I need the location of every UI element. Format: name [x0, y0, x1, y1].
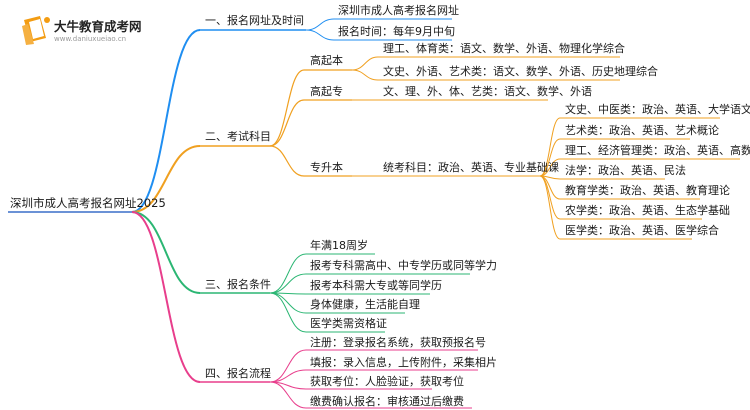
b4-item-connector	[269, 369, 307, 383]
zsb-item-connector	[539, 175, 561, 240]
zsb-item-connector	[539, 175, 561, 220]
brand-name: 大牛教育成考网	[54, 19, 142, 34]
b1-child-1: 深圳市成人高考报名网址	[338, 4, 459, 17]
zsb-item: 文史、中医类：政治、英语、大学语文	[565, 103, 750, 116]
gqb-child-1: 理工、体育类：语文、数学、外语、物理化学综合	[383, 42, 625, 55]
zsb-item: 教育学类：政治、英语、教育理论	[565, 184, 730, 197]
b3-item: 年满18周岁	[310, 239, 368, 252]
zsb-common: 统考科目：政治、英语、专业基础课	[383, 161, 559, 174]
b3-item-connector	[269, 253, 307, 294]
gqb-child-connector	[351, 56, 379, 71]
zsb-item: 理工、经济管理类：政治、英语、高数（二）	[565, 144, 750, 157]
branch-1-label: 一、报名网址及时间	[205, 14, 304, 27]
zsb-connector	[269, 145, 305, 177]
gqb-child-connector	[351, 69, 379, 81]
brand-url: www.daniuxueiao.cn	[54, 35, 127, 43]
b1-child-connector	[305, 18, 335, 31]
gqz-label: 高起专	[310, 85, 343, 98]
b4-item-connector	[269, 349, 307, 383]
branch-4-connector	[131, 211, 201, 383]
zsb-item-connector	[539, 117, 561, 177]
book-logo-icon	[22, 16, 50, 45]
zsb-label: 专升本	[310, 161, 343, 174]
b3-item: 报考专科需高中、中专学历或同等学力	[310, 259, 497, 272]
zsb-item: 医学类：政治、英语、医学综合	[565, 224, 719, 237]
b4-item: 缴费确认报名：审核通过后缴费	[310, 395, 464, 408]
branch-3-connector	[131, 211, 201, 294]
root-node: 深圳市成人高考报名网址2025	[10, 196, 166, 210]
gqz-child-1: 文、理、外、体、艺类：语文、数学、外语	[383, 85, 592, 98]
branch-4-label: 四、报名流程	[205, 367, 271, 380]
b3-item-connector	[269, 292, 307, 333]
branch-3-label: 三、报名条件	[205, 278, 271, 291]
b3-item: 身体健康，生活能自理	[310, 298, 420, 311]
gqz-connector	[269, 99, 305, 147]
b3-item: 医学类需资格证	[310, 317, 387, 330]
branch-2-label: 二、考试科目	[205, 130, 271, 143]
zsb-item-connector	[539, 158, 561, 177]
branch-2-connector	[131, 145, 201, 213]
gqb-connector	[269, 69, 305, 147]
b4-item: 注册：登录报名系统，获取预报名号	[310, 336, 486, 349]
gqb-label: 高起本	[310, 54, 343, 67]
b4-item: 填报：录入信息，上传附件，采集相片	[310, 356, 497, 369]
b3-item-connector	[269, 273, 307, 294]
zsb-item: 法学：政治、英语、民法	[565, 164, 686, 177]
b1-child-2: 报名时间：每年9月中旬	[338, 25, 455, 38]
b3-item: 报考本科需大专或等同学历	[310, 279, 442, 292]
b1-child-connector	[305, 29, 335, 41]
b3-item-connector	[269, 292, 307, 314]
b4-item-connector	[269, 381, 307, 409]
zsb-item: 艺术类：政治、英语、艺术概论	[565, 124, 719, 137]
b4-item: 获取考位：人脸验证，获取考位	[310, 375, 464, 388]
gqb-child-2: 文史、外语、艺术类：语文、数学、外语、历史地理综合	[383, 65, 658, 78]
zsb-item: 农学类：政治、英语、生态学基础	[565, 204, 730, 217]
zsb-item-connector	[539, 138, 561, 177]
branch-1-connector	[131, 29, 201, 213]
